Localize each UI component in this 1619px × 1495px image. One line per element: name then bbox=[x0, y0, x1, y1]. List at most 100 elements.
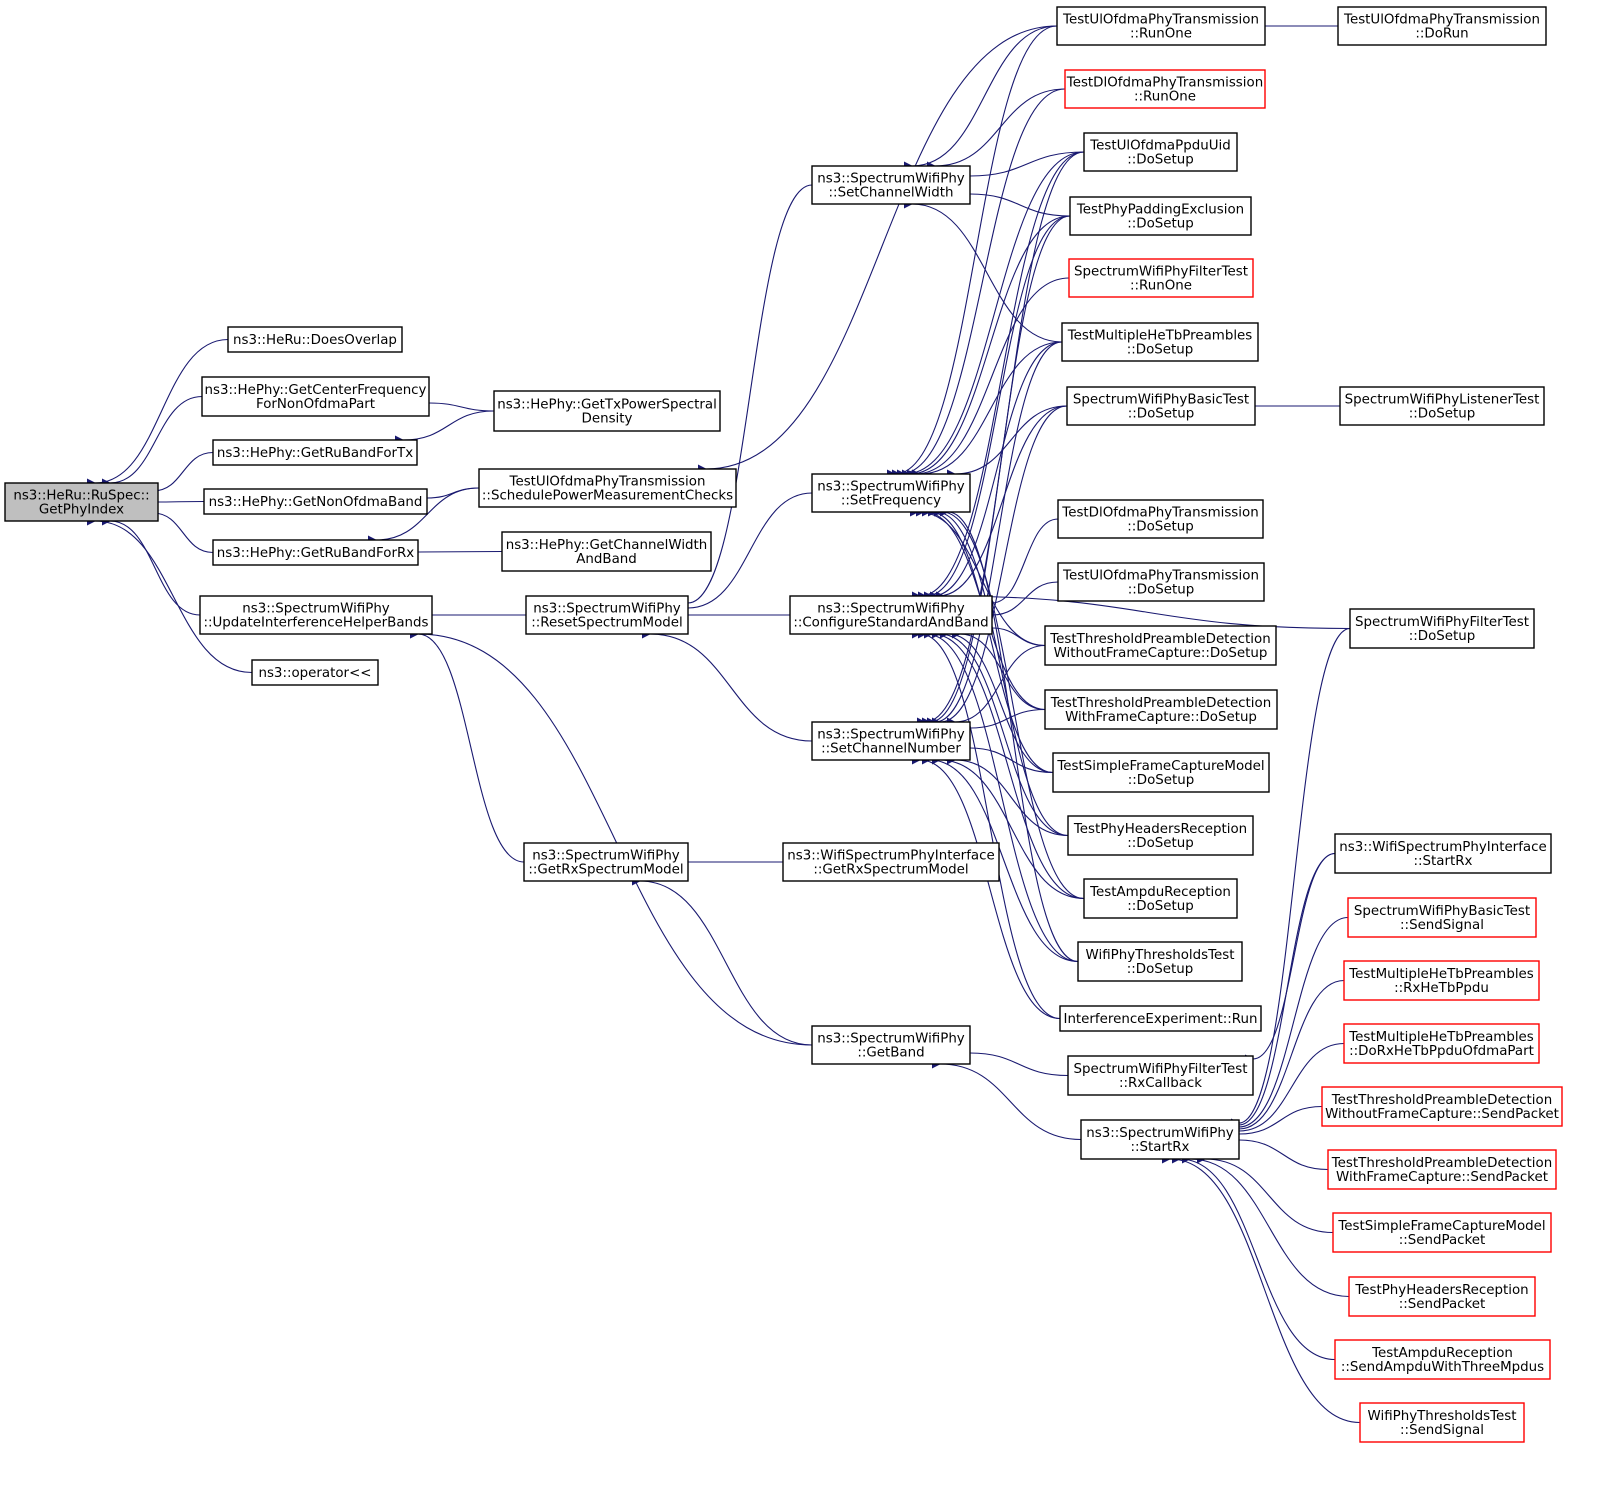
edge-ulRunOne-to-schedulePower bbox=[697, 25, 1058, 474]
node-label: ns3::SpectrumWifiPhy bbox=[817, 602, 965, 617]
edge-filterSetup-to-startRx bbox=[1230, 627, 1351, 1128]
edges bbox=[86, 21, 1361, 1424]
node-label: ::RunOne bbox=[1134, 90, 1196, 105]
node-listenerSetup[interactable]: SpectrumWifiPhyListenerTest::DoSetup bbox=[1339, 386, 1545, 426]
edge-multiHeTbSetup-to-setChannelNumber bbox=[926, 341, 1063, 727]
node-label: TestUlOfdmaPhyTransmission bbox=[1343, 13, 1540, 28]
node-setFrequency[interactable]: ns3::SpectrumWifiPhy::SetFrequency bbox=[811, 473, 971, 513]
node-label: WithoutFrameCapture::DoSetup bbox=[1054, 646, 1268, 661]
node-filterSetup[interactable]: SpectrumWifiPhyFilterTest::DoSetup bbox=[1349, 608, 1535, 649]
node-label: WithoutFrameCapture::SendPacket bbox=[1325, 1107, 1559, 1122]
node-label: TestPhyHeadersReception bbox=[1354, 1283, 1528, 1298]
node-box bbox=[782, 842, 1000, 882]
node-simpleFcSend[interactable]: TestSimpleFrameCaptureModel::SendPacket bbox=[1332, 1212, 1552, 1253]
node-box bbox=[1343, 1023, 1540, 1064]
node-label: ::GetRxSpectrumModel bbox=[528, 863, 683, 878]
edge-basicSetup-to-setFrequency bbox=[946, 405, 1068, 479]
node-configureStd[interactable]: ns3::SpectrumWifiPhy::ConfigureStandardA… bbox=[789, 595, 993, 635]
node-basicSendSignal[interactable]: SpectrumWifiPhyBasicTest::SendSignal bbox=[1347, 897, 1537, 938]
node-setChannelNumber[interactable]: ns3::SpectrumWifiPhy::SetChannelNumber bbox=[811, 721, 971, 761]
node-label: Density bbox=[582, 412, 633, 427]
node-label: ns3::HePhy::GetRuBandForTx bbox=[217, 446, 413, 461]
node-threshWithSetup[interactable]: TestThresholdPreambleDetectionWithFrameC… bbox=[1044, 689, 1278, 730]
node-label: WithFrameCapture::SendPacket bbox=[1336, 1170, 1548, 1185]
node-wifiGetRxSpectrum[interactable]: ns3::WifiSpectrumPhyInterface::GetRxSpec… bbox=[782, 842, 1000, 882]
edge-operatorLL-to-root bbox=[86, 516, 253, 674]
node-getRxSpectrum[interactable]: ns3::SpectrumWifiPhy::GetRxSpectrumModel bbox=[523, 842, 689, 882]
node-label: ns3::WifiSpectrumPhyInterface bbox=[787, 849, 994, 864]
node-label: InterferenceExperiment::Run bbox=[1064, 1012, 1258, 1027]
node-interfRun[interactable]: InterferenceExperiment::Run bbox=[1059, 1005, 1262, 1032]
node-threshWithoutSend[interactable]: TestThresholdPreambleDetectionWithoutFra… bbox=[1321, 1086, 1563, 1127]
node-box bbox=[1069, 196, 1252, 236]
node-box bbox=[1052, 752, 1270, 793]
node-ulPpduUid[interactable]: TestUlOfdmaPpduUid::DoSetup bbox=[1083, 132, 1238, 172]
node-multiHeTbSetup[interactable]: TestMultipleHeTbPreambles::DoSetup bbox=[1061, 322, 1259, 362]
edge-phyPadding-to-setFrequency bbox=[901, 215, 1071, 479]
node-basicSetup[interactable]: SpectrumWifiPhyBasicTest::DoSetup bbox=[1066, 386, 1256, 426]
node-root[interactable]: ns3::HeRu::RuSpec::GetPhyIndex bbox=[4, 482, 159, 522]
node-label: ns3::SpectrumWifiPhy bbox=[817, 1032, 965, 1047]
node-simpleFcSetup[interactable]: TestSimpleFrameCaptureModel::DoSetup bbox=[1052, 752, 1270, 793]
node-ampduSetup[interactable]: TestAmpduReception::DoSetup bbox=[1083, 878, 1238, 919]
node-doesOverlap[interactable]: ns3::HeRu::DoesOverlap bbox=[227, 326, 403, 353]
node-label: TestUlOfdmaPpduUid bbox=[1089, 139, 1230, 154]
node-startRx[interactable]: ns3::SpectrumWifiPhy::StartRx bbox=[1080, 1119, 1240, 1160]
edge-getCenterFreq-to-root bbox=[101, 395, 203, 488]
node-label: ::ResetSpectrumModel bbox=[531, 616, 683, 631]
node-updateInterf[interactable]: ns3::SpectrumWifiPhy::UpdateInterference… bbox=[199, 595, 433, 635]
node-headersSend[interactable]: TestPhyHeadersReception::SendPacket bbox=[1348, 1276, 1536, 1317]
node-label: ns3::HePhy::GetNonOfdmaBand bbox=[209, 495, 423, 510]
node-label: ::DoSetup bbox=[1128, 773, 1195, 788]
node-ulDoRun[interactable]: TestUlOfdmaPhyTransmission::DoRun bbox=[1337, 6, 1547, 46]
node-threshWithoutSetup[interactable]: TestThresholdPreambleDetectionWithoutFra… bbox=[1044, 625, 1277, 666]
node-label: ns3::SpectrumWifiPhy bbox=[533, 602, 681, 617]
node-box bbox=[525, 595, 689, 635]
edge-getBand-to-getRxSpectrum bbox=[631, 876, 813, 1046]
node-dlSetup[interactable]: TestDlOfdmaPhyTransmission::DoSetup bbox=[1057, 499, 1264, 539]
node-label: SpectrumWifiPhyFilterTest bbox=[1355, 615, 1529, 630]
node-label: TestSimpleFrameCaptureModel bbox=[1337, 1219, 1545, 1234]
node-dlRunOne[interactable]: TestDlOfdmaPhyTransmission::RunOne bbox=[1064, 69, 1266, 109]
node-setChannelWidth[interactable]: ns3::SpectrumWifiPhy::SetChannelWidth bbox=[811, 165, 971, 205]
node-headersSetup[interactable]: TestPhyHeadersReception::DoSetup bbox=[1067, 815, 1254, 856]
node-thresholdsSend[interactable]: WifiPhyThresholdsTest::SendSignal bbox=[1359, 1402, 1525, 1443]
node-box bbox=[1083, 878, 1238, 919]
node-label: ::StartRx bbox=[1131, 1140, 1190, 1155]
node-resetSpectrum[interactable]: ns3::SpectrumWifiPhy::ResetSpectrumModel bbox=[525, 595, 689, 635]
node-label: SpectrumWifiPhyFilterTest bbox=[1074, 265, 1248, 280]
edge-setChannelWidth-to-resetSpectrum bbox=[679, 184, 813, 608]
node-thresholdsSetup[interactable]: WifiPhyThresholdsTest::DoSetup bbox=[1077, 941, 1243, 982]
node-phyPadding[interactable]: TestPhyPaddingExclusion::DoSetup bbox=[1069, 196, 1252, 236]
node-wifiStartRx[interactable]: ns3::WifiSpectrumPhyInterface::StartRx bbox=[1334, 833, 1552, 874]
edge-dlRunOne-to-setFrequency bbox=[891, 88, 1066, 479]
node-getNonOfdmaBand[interactable]: ns3::HePhy::GetNonOfdmaBand bbox=[203, 488, 428, 515]
node-getRuBandTx[interactable]: ns3::HePhy::GetRuBandForTx bbox=[212, 439, 418, 466]
node-filterRxCb[interactable]: SpectrumWifiPhyFilterTest::RxCallback bbox=[1067, 1055, 1254, 1096]
node-ulSetup[interactable]: TestUlOfdmaPhyTransmission::DoSetup bbox=[1057, 562, 1265, 602]
node-ampduSend[interactable]: TestAmpduReception::SendAmpduWithThreeMp… bbox=[1334, 1339, 1551, 1380]
node-getCenterFreq[interactable]: ns3::HePhy::GetCenterFrequencyForNonOfdm… bbox=[201, 376, 430, 417]
node-label: ns3::HePhy::GetRuBandForRx bbox=[217, 546, 415, 561]
node-box bbox=[1044, 625, 1277, 666]
edge-headersSetup-to-configureStd bbox=[931, 629, 1069, 837]
edge-getTxPsd-to-getRuBandTx bbox=[394, 410, 495, 445]
edge-getTxPsd-to-getCenterFreq bbox=[420, 398, 495, 412]
node-multiRxHeTb[interactable]: TestMultipleHeTbPreambles::RxHeTbPpdu bbox=[1343, 960, 1540, 1001]
node-label: TestSimpleFrameCaptureModel bbox=[1056, 759, 1264, 774]
node-threshWithSend[interactable]: TestThresholdPreambleDetectionWithFrameC… bbox=[1327, 1149, 1557, 1190]
node-filterRunOne[interactable]: SpectrumWifiPhyFilterTest::RunOne bbox=[1068, 258, 1254, 298]
edge-doesOverlap-to-root bbox=[86, 338, 229, 488]
node-multiDoRxOfdma[interactable]: TestMultipleHeTbPreambles::DoRxHeTbPpduO… bbox=[1343, 1023, 1540, 1064]
node-label: ::DoSetup bbox=[1127, 520, 1194, 535]
node-ulRunOne[interactable]: TestUlOfdmaPhyTransmission::RunOne bbox=[1056, 6, 1266, 46]
node-schedulePower[interactable]: TestUlOfdmaPhyTransmission::SchedulePowe… bbox=[478, 468, 737, 508]
node-getRuBandRx[interactable]: ns3::HePhy::GetRuBandForRx bbox=[212, 539, 419, 566]
node-box bbox=[1080, 1119, 1240, 1160]
edge-filterSetup-to-configureStd bbox=[935, 591, 1351, 630]
node-label: ::SetChannelWidth bbox=[829, 186, 954, 201]
node-operatorLL[interactable]: ns3::operator<< bbox=[251, 659, 379, 686]
node-getBand[interactable]: ns3::SpectrumWifiPhy::GetBand bbox=[811, 1025, 971, 1065]
